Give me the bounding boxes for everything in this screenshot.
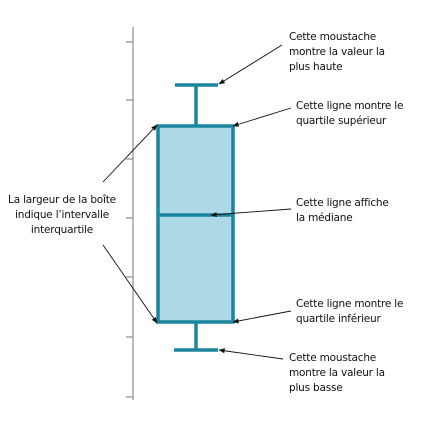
label-interquartile: La largeur de la boîte indique l’interva… [6, 193, 118, 238]
label-line: La largeur de la boîte [8, 194, 116, 206]
label-line: Cette ligne montre le [296, 298, 404, 310]
arrow-median [210, 208, 292, 218]
label-line: indique l’intervalle [15, 209, 109, 221]
label-line: plus haute [289, 61, 343, 73]
annotation-arrows [102, 44, 292, 360]
label-line: montre la valeur la [289, 367, 385, 379]
label-line: montre la valeur la [289, 46, 385, 58]
arrow-min-whisker [218, 348, 284, 360]
label-line: Cette moustache [289, 352, 377, 364]
label-line: la médiane [296, 212, 353, 224]
label-line: quartile supérieur [296, 115, 387, 127]
label-median: Cette ligne affiche la médiane [296, 196, 389, 226]
arrow-max-whisker [218, 44, 283, 85]
arrow-lower-quartile [232, 310, 292, 324]
label-line: interquartile [30, 224, 94, 236]
label-min-whisker: Cette moustache montre la valeur la plus… [289, 351, 385, 396]
label-max-whisker: Cette moustache montre la valeur la plus… [289, 30, 385, 75]
label-lower-quartile: Cette ligne montre le quartile inférieur [296, 297, 403, 327]
label-line: Cette moustache [289, 31, 377, 43]
vertical-axis [126, 27, 134, 400]
label-line: quartile inférieur [296, 313, 381, 325]
label-line: Cette ligne montre le [296, 100, 404, 112]
label-line: Cette ligne affiche [296, 197, 389, 209]
label-line: plus basse [289, 382, 343, 394]
box-plot [156, 83, 235, 352]
arrow-iqr-top [102, 124, 158, 183]
label-upper-quartile: Cette ligne montre le quartile supérieur [296, 99, 403, 129]
arrow-upper-quartile [232, 107, 292, 127]
interquartile-box [156, 124, 235, 324]
arrow-iqr-bottom [102, 244, 158, 324]
